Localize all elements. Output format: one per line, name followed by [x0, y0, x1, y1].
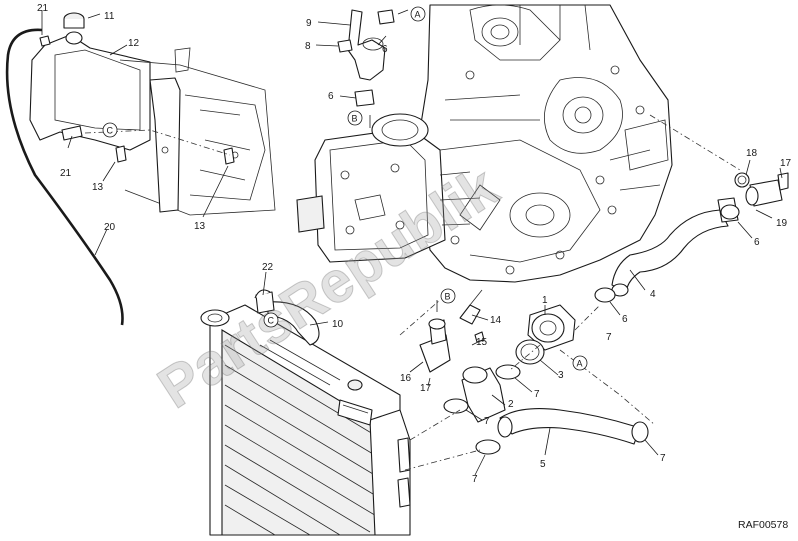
callout-3: 3: [558, 370, 564, 381]
callout-8: 8: [305, 41, 311, 52]
callout-10: 10: [332, 319, 344, 330]
expansion-tank: [29, 12, 151, 151]
leader-lines: [41, 10, 783, 476]
callout-12: 12: [128, 38, 140, 49]
upper-coolant-pipe: [337, 9, 395, 107]
overflow-hose: [5, 28, 124, 326]
callout-13-a: 13: [92, 182, 104, 193]
diagram-reference-code: RAF00578: [738, 519, 788, 531]
callout-1: 1: [542, 295, 548, 306]
callout-17-a: 17: [780, 158, 792, 169]
callout-14: 14: [490, 315, 502, 326]
ref-c-tank: C: [107, 126, 114, 136]
ref-a-bottom: A: [577, 359, 583, 369]
callout-7-c: 7: [606, 332, 612, 343]
radiator: [200, 304, 411, 536]
temperature-sensor: [459, 289, 485, 343]
frame-bracket: [115, 47, 276, 216]
hose-10: [254, 289, 320, 346]
callout-7-b: 7: [484, 416, 490, 427]
callout-9: 9: [306, 18, 312, 29]
callout-6-a: 6: [382, 44, 388, 55]
callout-21-a: 21: [37, 3, 49, 14]
outlet-fitting: [734, 172, 789, 207]
thermostat-cap: [419, 318, 451, 373]
water-pump: [515, 304, 576, 365]
alignment-lines: [84, 114, 741, 471]
callout-21-b: 21: [60, 168, 72, 179]
callout-4: 4: [650, 289, 656, 300]
callout-19: 19: [776, 218, 788, 229]
callout-7-a: 7: [534, 389, 540, 400]
callout-7-d: 7: [472, 474, 478, 485]
callout-22: 22: [262, 262, 274, 273]
connection-references: A B C B C A: [102, 6, 588, 371]
callout-labels: 21 11 12 9 8 6 6 18 17 19 6 4 6 20 13 21…: [37, 3, 792, 485]
callout-16: 16: [400, 373, 412, 384]
callout-6-c: 6: [754, 237, 760, 248]
ref-b-bottom: B: [445, 292, 451, 302]
callout-15: 15: [476, 337, 488, 348]
callout-17-b: 17: [420, 383, 432, 394]
cylinder-head-cover: [296, 113, 481, 263]
hose-5: [497, 408, 641, 445]
callout-2: 2: [508, 399, 514, 410]
ref-a-top: A: [415, 10, 421, 20]
callout-6-d: 6: [622, 314, 628, 325]
callout-6-b: 6: [328, 91, 334, 102]
engine-block: [417, 4, 673, 283]
ref-b-top: B: [352, 114, 358, 124]
callout-20: 20: [104, 222, 116, 233]
callout-5: 5: [540, 459, 546, 470]
callout-18: 18: [746, 148, 758, 159]
hose-4: [611, 197, 739, 297]
callout-7-e: 7: [660, 453, 666, 464]
ref-c-radiator: C: [268, 316, 275, 326]
callout-11: 11: [104, 11, 115, 22]
callout-13-b: 13: [194, 221, 206, 232]
hose-clamps: [443, 204, 740, 455]
